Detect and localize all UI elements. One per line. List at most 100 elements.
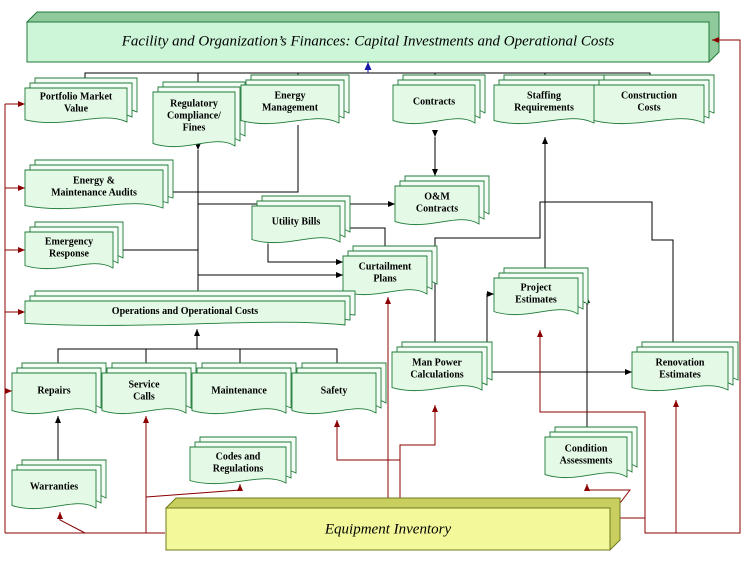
node-label: Management <box>262 102 319 113</box>
red-right-trunk <box>610 37 741 534</box>
equipment-inventory-label: Equipment Inventory <box>324 521 452 537</box>
node-label: Contracts <box>416 203 458 214</box>
red-to-curtail <box>385 297 400 504</box>
node-label: Estimates <box>515 294 557 305</box>
node-label: Requirements <box>514 102 574 113</box>
node-label: Maintenance <box>211 385 267 396</box>
red-to-codes <box>145 484 243 498</box>
red-to-warranties <box>57 512 86 534</box>
title-banner: Facility and Organization’s Finances: Ca… <box>25 11 720 63</box>
node-label: Staffing <box>527 90 561 101</box>
node-label: Energy & <box>73 175 115 186</box>
link-ops-bus <box>57 348 338 370</box>
node-audits[interactable]: Energy &Maintenance Audits <box>24 159 174 210</box>
node-operations[interactable]: Operations and Operational Costs <box>24 290 356 326</box>
node-label: Renovation <box>656 357 705 368</box>
node-label: Calculations <box>410 369 463 380</box>
node-label: Regulations <box>213 463 264 474</box>
document-front <box>189 446 287 485</box>
node-label: Fines <box>183 123 206 134</box>
node-label: Calls <box>133 391 155 402</box>
document-front <box>493 277 579 316</box>
node-label: Compliance/ <box>167 111 221 122</box>
node-label: Warranties <box>30 481 78 492</box>
document-front <box>101 372 187 415</box>
node-contracts[interactable]: Contracts <box>392 74 486 125</box>
node-label: Service <box>128 379 160 390</box>
node-label: Estimates <box>659 369 701 380</box>
link-utility-curtail <box>265 237 343 265</box>
document-front <box>11 469 97 510</box>
node-label: Costs <box>637 102 660 113</box>
document-front <box>291 372 377 415</box>
node-label: Utility Bills <box>272 216 321 227</box>
document-front <box>152 91 236 148</box>
link-energy-audits <box>164 125 299 195</box>
document-front <box>394 185 480 226</box>
node-repairs[interactable]: Repairs <box>11 362 107 415</box>
document-front <box>544 436 628 479</box>
link-manpower-om <box>434 201 674 347</box>
red-to-safety <box>334 420 401 503</box>
document-front <box>593 84 705 125</box>
red-to-project <box>537 330 646 518</box>
document-front <box>11 372 97 415</box>
node-label: Condition <box>565 443 608 454</box>
node-label: Emergency <box>45 236 93 247</box>
document-front <box>493 84 595 125</box>
node-label: Construction <box>621 90 678 101</box>
node-label: Assessments <box>560 455 613 466</box>
node-label: Project <box>521 282 553 293</box>
document-front <box>24 300 346 326</box>
red-links <box>4 37 741 534</box>
node-safety[interactable]: Safety <box>291 362 387 415</box>
node-utility[interactable]: Utility Bills <box>251 195 351 244</box>
red-to-condition <box>584 484 632 504</box>
document-front <box>251 205 341 244</box>
node-label: Plans <box>373 273 396 284</box>
node-label: Response <box>49 248 90 259</box>
diagram-title: Facility and Organization’s Finances: Ca… <box>121 33 615 49</box>
node-label: Portfolio Market <box>40 92 113 103</box>
document-front <box>24 169 164 210</box>
document-front <box>631 351 729 392</box>
node-warranties[interactable]: Warranties <box>11 459 107 510</box>
node-label: Safety <box>321 385 348 396</box>
node-maintenance[interactable]: Maintenance <box>191 362 297 415</box>
node-label: Man Power <box>412 357 462 368</box>
node-label: Energy <box>274 90 305 101</box>
node-label: Regulatory <box>170 99 218 110</box>
red-to-manpower <box>399 405 438 503</box>
document-front <box>392 84 476 125</box>
node-label: O&M <box>424 191 450 202</box>
node-label: Contracts <box>413 96 455 107</box>
document-front <box>24 231 114 270</box>
node-label: Codes and <box>216 451 261 462</box>
document-front <box>191 372 287 415</box>
node-label: Repairs <box>37 385 70 396</box>
node-label: Curtailment <box>359 261 412 272</box>
document-front <box>391 351 483 392</box>
document-front <box>24 87 128 123</box>
node-label: Maintenance Audits <box>51 187 137 198</box>
document-front <box>240 84 340 125</box>
node-label: Value <box>64 104 89 115</box>
equipment-inventory[interactable]: Equipment Inventory <box>164 497 621 551</box>
node-label: Operations and Operational Costs <box>112 306 259 317</box>
